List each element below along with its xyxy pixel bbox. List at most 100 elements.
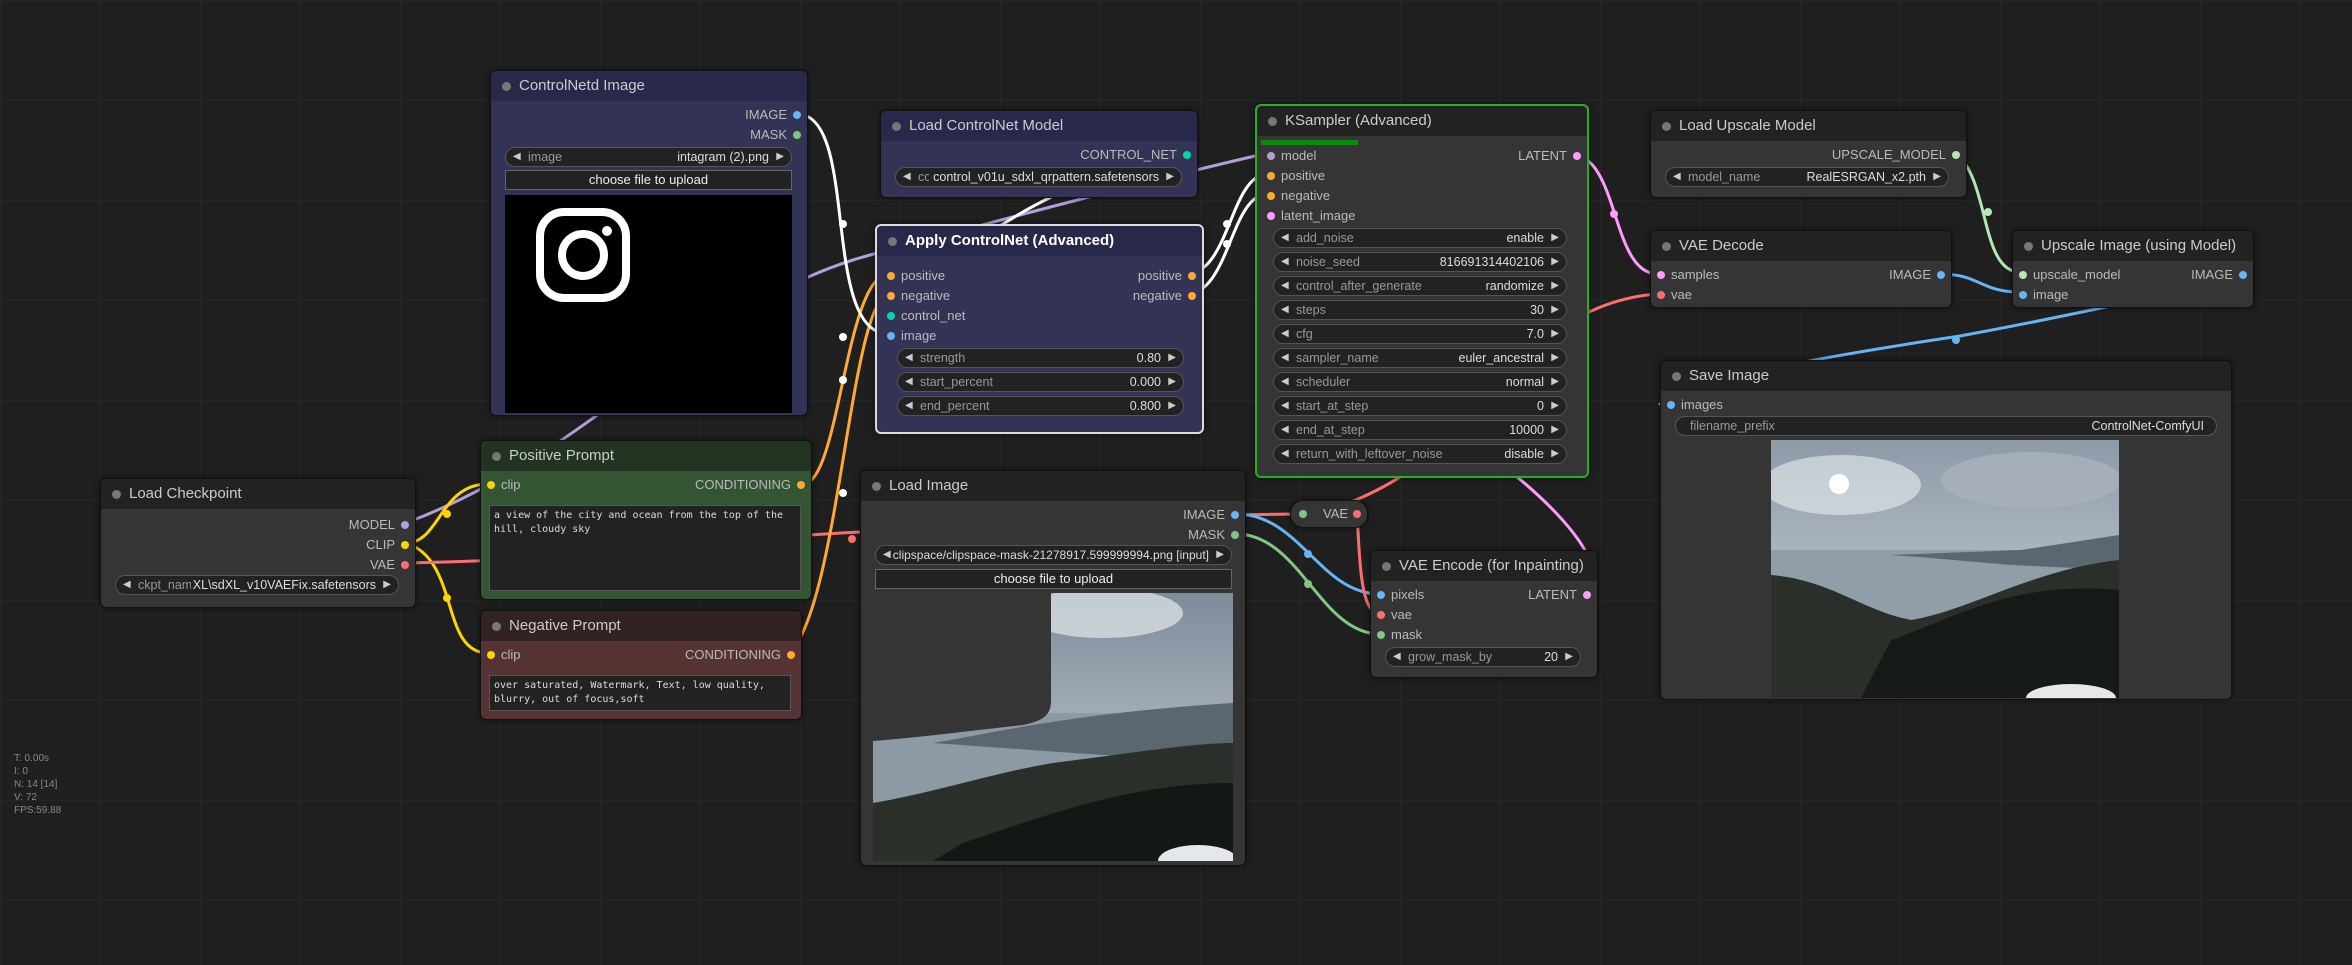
output-pin-icon[interactable] [787, 651, 795, 659]
arrow-right-icon[interactable]: ▶ [383, 579, 391, 590]
arrow-left-icon[interactable]: ◀ [903, 171, 911, 182]
collapse-dot-icon[interactable] [1662, 242, 1671, 251]
arrow-right-icon[interactable]: ▶ [1168, 352, 1176, 363]
input-pin-icon[interactable] [1377, 591, 1385, 599]
input-pin-icon[interactable] [487, 651, 495, 659]
collapse-dot-icon[interactable] [492, 622, 501, 631]
input-pin-icon[interactable] [887, 332, 895, 340]
node-title[interactable]: Load Upscale Model [1651, 111, 1966, 141]
output-mask[interactable]: MASK [1188, 527, 1239, 543]
node-title[interactable]: VAE Decode [1651, 231, 1951, 261]
arrow-right-icon[interactable]: ▶ [1551, 376, 1559, 387]
node-title[interactable]: Load Checkpoint [101, 479, 415, 509]
input-pixels[interactable]: pixels [1377, 587, 1424, 603]
node-title[interactable]: Positive Prompt [481, 441, 811, 471]
output-conditioning[interactable]: CONDITIONING [695, 477, 805, 493]
arrow-left-icon[interactable]: ◀ [1281, 376, 1289, 387]
arrow-left-icon[interactable]: ◀ [1281, 280, 1289, 291]
node-title[interactable]: Load ControlNet Model [881, 111, 1197, 141]
input-negative[interactable]: negative [887, 288, 950, 304]
output-pin-icon[interactable] [1583, 591, 1591, 599]
arrow-left-icon[interactable]: ◀ [1673, 171, 1681, 182]
input-pin-icon[interactable] [2019, 291, 2027, 299]
arrow-left-icon[interactable]: ◀ [905, 352, 913, 363]
input-positive[interactable]: positive [1267, 168, 1325, 184]
output-latent[interactable]: LATENT [1518, 148, 1581, 164]
node-vae-decode[interactable]: VAE Decode samples vae IMAGE [1650, 230, 1952, 308]
node-load-checkpoint[interactable]: Load Checkpoint MODEL CLIP VAE ◀ckpt_nam… [100, 478, 416, 608]
output-pin-icon[interactable] [1353, 510, 1361, 518]
arrow-left-icon[interactable]: ◀ [1281, 424, 1289, 435]
arrow-left-icon[interactable]: ◀ [1281, 232, 1289, 243]
input-pin-icon[interactable] [1267, 212, 1275, 220]
arrow-right-icon[interactable]: ▶ [1551, 280, 1559, 291]
upload-button[interactable]: choose file to upload [505, 170, 792, 190]
arrow-right-icon[interactable]: ▶ [1551, 352, 1559, 363]
output-latent[interactable]: LATENT [1528, 587, 1591, 603]
upload-button[interactable]: choose file to upload [875, 569, 1232, 589]
output-pin-icon[interactable] [1937, 271, 1945, 279]
arrow-right-icon[interactable]: ▶ [1565, 651, 1573, 662]
arrow-right-icon[interactable]: ▶ [1551, 256, 1559, 267]
input-negative[interactable]: negative [1267, 188, 1330, 204]
output-negative[interactable]: negative [1133, 288, 1196, 304]
input-pin-icon[interactable] [1377, 611, 1385, 619]
arrow-right-icon[interactable]: ▶ [1551, 400, 1559, 411]
collapse-dot-icon[interactable] [112, 490, 121, 499]
input-vae[interactable]: vae [1377, 607, 1412, 623]
arrow-right-icon[interactable]: ▶ [1551, 304, 1559, 315]
arrow-right-icon[interactable]: ▶ [1168, 400, 1176, 411]
input-pin-icon[interactable] [887, 292, 895, 300]
collapse-dot-icon[interactable] [872, 482, 881, 491]
input-pin-icon[interactable] [1267, 172, 1275, 180]
node-negative-prompt[interactable]: Negative Prompt clip CONDITIONING over s… [480, 610, 802, 720]
widget-controlnet-name[interactable]: ◀control_net_namecontrol_v01u_sdxl_qrpat… [895, 167, 1182, 187]
collapse-dot-icon[interactable] [888, 237, 897, 246]
node-title[interactable]: Upscale Image (using Model) [2013, 231, 2253, 261]
arrow-left-icon[interactable]: ◀ [1281, 448, 1289, 459]
input-clip[interactable]: clip [487, 477, 521, 493]
output-upscale-model[interactable]: UPSCALE_MODEL [1832, 147, 1960, 163]
input-image[interactable]: image [887, 328, 936, 344]
collapse-dot-icon[interactable] [492, 452, 501, 461]
node-positive-prompt[interactable]: Positive Prompt clip CONDITIONING a view… [480, 440, 812, 600]
input-pin-icon[interactable] [1299, 510, 1307, 518]
arrow-left-icon[interactable]: ◀ [1281, 352, 1289, 363]
arrow-right-icon[interactable]: ▶ [1166, 171, 1174, 182]
input-pin-icon[interactable] [887, 272, 895, 280]
output-pin-icon[interactable] [793, 111, 801, 119]
output-pin-icon[interactable] [1952, 151, 1960, 159]
arrow-left-icon[interactable]: ◀ [1281, 304, 1289, 315]
collapse-dot-icon[interactable] [502, 82, 511, 91]
input-pin-icon[interactable] [2019, 271, 2027, 279]
input-pin-icon[interactable] [1377, 631, 1385, 639]
input-samples[interactable]: samples [1657, 267, 1719, 283]
output-pin-icon[interactable] [2239, 271, 2247, 279]
node-title[interactable]: Save Image [1661, 361, 2231, 391]
arrow-right-icon[interactable]: ▶ [1216, 549, 1224, 560]
input-control-net[interactable]: control_net [887, 308, 965, 324]
output-image[interactable]: IMAGE [1889, 267, 1945, 283]
arrow-left-icon[interactable]: ◀ [123, 579, 131, 590]
node-vae-encode[interactable]: VAE Encode (for Inpainting) pixels vae m… [1370, 550, 1598, 678]
collapse-dot-icon[interactable] [892, 122, 901, 131]
output-pin-icon[interactable] [1183, 151, 1191, 159]
output-pin-icon[interactable] [1231, 531, 1239, 539]
node-title[interactable]: KSampler (Advanced) [1257, 106, 1587, 136]
arrow-right-icon[interactable]: ▶ [1933, 171, 1941, 182]
output-vae[interactable]: VAE [370, 557, 409, 573]
